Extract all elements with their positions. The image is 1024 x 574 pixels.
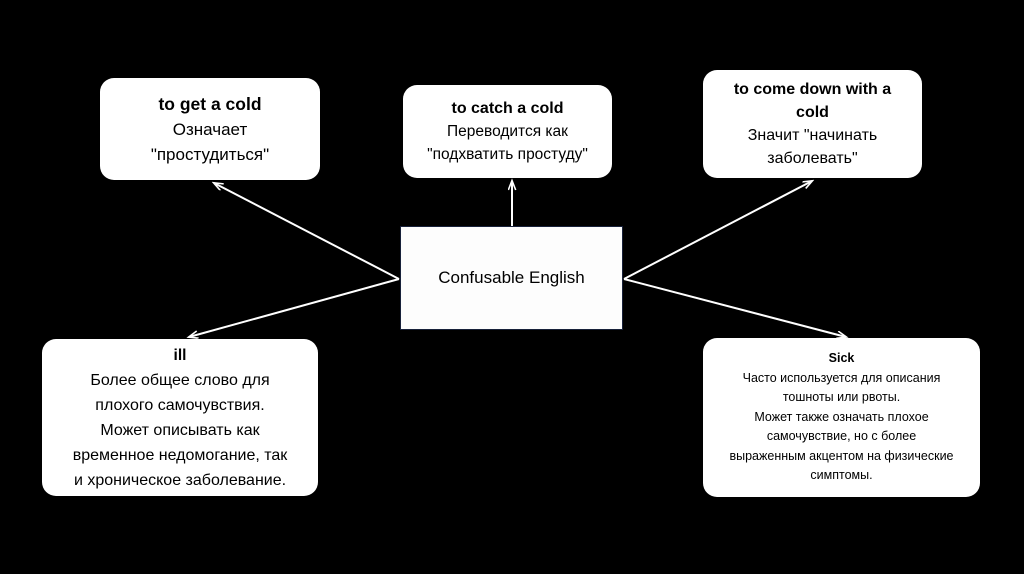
node-ill-line-1: Более общее слово для (90, 371, 270, 389)
node-get-a-cold-title: to get a cold (158, 93, 262, 114)
edge-center-to-ill (189, 278, 400, 337)
node-catch-a-cold[interactable]: to catch a cold Переводится как "подхват… (403, 85, 612, 178)
node-come-down-with-a-cold[interactable]: to come down with a cold Значит "начинат… (703, 70, 922, 178)
node-catch-a-cold-title: to catch a cold (451, 100, 564, 117)
node-ill-title: ill (173, 346, 187, 364)
node-sick-line-1: Часто используется для описания (742, 370, 941, 385)
edge-center-to-come-down-with-a-cold (623, 181, 812, 280)
node-ill-line-5: и хроническое заболевание. (73, 471, 287, 489)
node-catch-a-cold-line-2: "подхватить простуду" (427, 146, 588, 163)
node-catch-a-cold-line-1: Переводится как (447, 123, 568, 140)
node-center-confusable-english[interactable]: Confusable English (400, 226, 623, 330)
node-come-down-with-a-cold-line-2: заболевать" (767, 150, 858, 167)
node-get-a-cold-line-1: Означает (172, 119, 248, 139)
node-come-down-with-a-cold-line-1: Значит "начинать (747, 127, 878, 144)
edge-center-to-get-a-cold (214, 183, 400, 280)
node-sick-line-4: самочувствие, но с более (766, 429, 917, 444)
node-sick-line-5: выраженным акцентом на физические (729, 448, 954, 463)
node-ill[interactable]: ill Более общее слово для плохого самочу… (42, 339, 318, 496)
node-sick-line-3: Может также означать плохое (754, 409, 929, 424)
node-sick-line-2: тошноты или рвоты. (782, 390, 901, 405)
edge-center-to-sick (623, 278, 846, 337)
node-sick-title: Sick (828, 351, 855, 366)
node-ill-line-2: плохого самочувствия. (95, 396, 265, 414)
node-get-a-cold[interactable]: to get a cold Означает "простудиться" (100, 78, 320, 180)
node-center-label: Confusable English (438, 268, 585, 287)
node-sick[interactable]: Sick Часто используется для описания тош… (703, 338, 980, 497)
node-ill-line-3: Может описывать как (100, 421, 260, 439)
node-come-down-with-a-cold-title: to come down with a cold (733, 81, 892, 121)
node-sick-line-6: симптомы. (810, 468, 873, 483)
node-ill-line-4: временное недомогание, так (72, 446, 288, 464)
node-get-a-cold-line-2: "простудиться" (150, 144, 270, 164)
